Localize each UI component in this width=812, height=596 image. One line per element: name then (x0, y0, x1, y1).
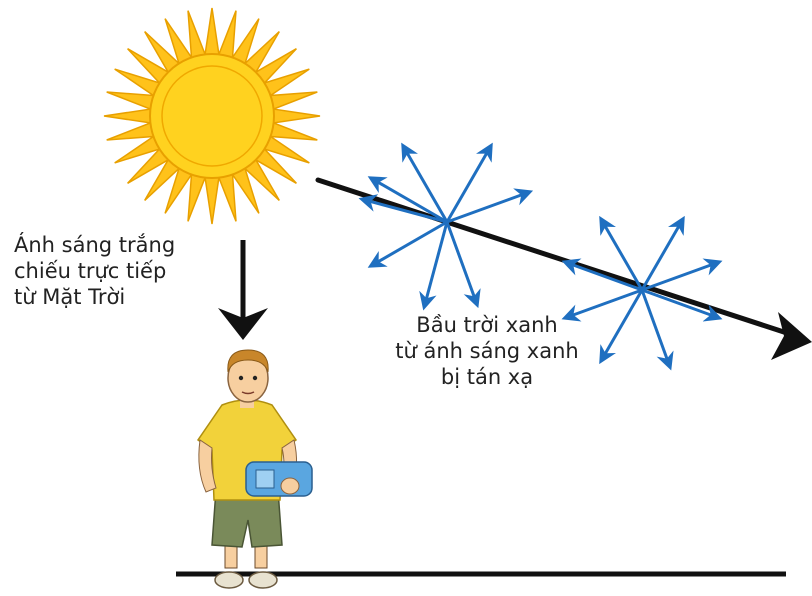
scatter-burst-1 (362, 146, 530, 307)
scattering-label-line-1: Bầu trời xanh (352, 312, 622, 338)
sun-icon (104, 8, 320, 224)
scatter-arrow (447, 192, 530, 222)
scatter-arrow (447, 222, 477, 305)
scattering-label: Bầu trời xanh từ ánh sáng xanh bị tán xạ (352, 312, 622, 390)
scatter-arrow (447, 146, 491, 222)
direct-light-label-line-1: Ánh sáng trắng (14, 232, 175, 258)
scattering-label-line-2: từ ánh sáng xanh (352, 338, 622, 364)
scatter-arrow (642, 219, 683, 290)
direct-light-label: Ánh sáng trắng chiếu trực tiếp từ Mặt Tr… (14, 232, 175, 310)
scatter-arrow (642, 290, 719, 318)
direct-light-label-line-3: từ Mặt Trời (14, 284, 175, 310)
scatter-arrow (565, 262, 642, 290)
scatter-arrow (642, 290, 670, 367)
boy-holding-bottle-figure (198, 350, 312, 588)
direct-light-arrow (218, 240, 268, 340)
scatter-arrow (642, 262, 719, 290)
direct-light-label-line-2: chiếu trực tiếp (14, 258, 175, 284)
scattering-label-line-3: bị tán xạ (352, 364, 622, 390)
